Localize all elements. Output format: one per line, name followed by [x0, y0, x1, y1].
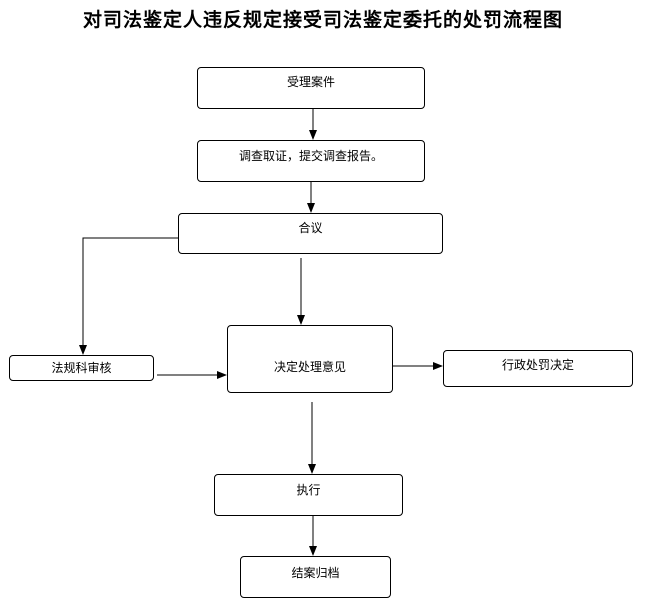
node-execute: 执行 — [214, 474, 403, 516]
node-admin-penalty: 行政处罚决定 — [443, 350, 633, 387]
node-legal-review: 法规科审核 — [9, 355, 154, 381]
node-close-case: 结案归档 — [240, 556, 391, 598]
node-decide: 决定处理意见 — [227, 325, 393, 393]
node-deliberate: 合议 — [178, 213, 443, 254]
node-deliberate-label: 合议 — [298, 221, 323, 235]
node-accept-case: 受理案件 — [197, 67, 425, 109]
page-title: 对司法鉴定人违反规定接受司法鉴定委托的处罚流程图 — [82, 9, 563, 31]
node-legal-review-label: 法规科审核 — [51, 361, 112, 375]
node-close-case-label: 结案归档 — [291, 566, 340, 580]
arrow-deliberate-to-legal-review — [79, 237, 178, 355]
node-accept-case-label: 受理案件 — [286, 75, 335, 89]
node-execute-label: 执行 — [296, 483, 321, 497]
node-investigate-label: 调查取证，提交调查报告。 — [238, 149, 383, 163]
node-admin-penalty-label: 行政处罚决定 — [501, 358, 574, 372]
node-decide-label: 决定处理意见 — [273, 360, 346, 374]
node-investigate: 调查取证，提交调查报告。 — [197, 140, 425, 182]
